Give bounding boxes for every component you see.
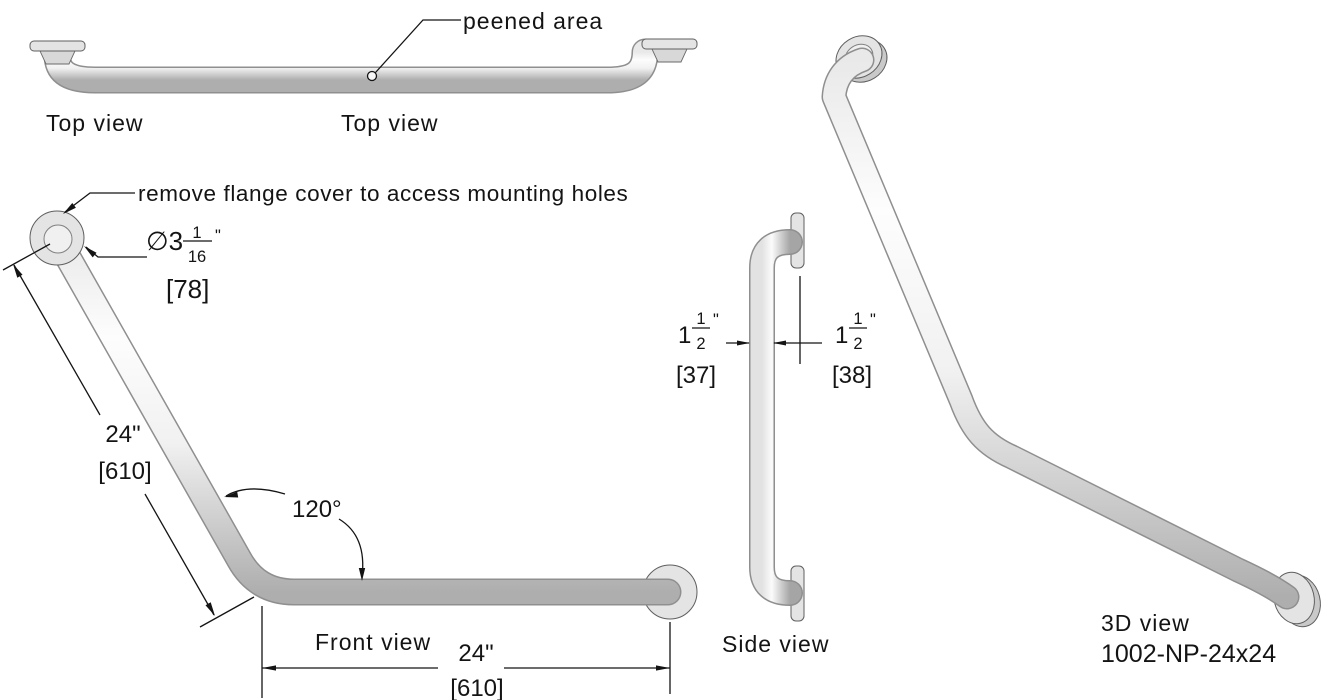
- top-view-label-center: Top view: [341, 110, 438, 136]
- peened-area-marker: [366, 70, 378, 82]
- diameter-leader: [85, 246, 147, 258]
- top-view-right-flange: [641, 38, 698, 63]
- leg-dim-line-upper: [13, 264, 101, 416]
- bar-diameter-denominator: 2: [696, 335, 705, 353]
- angle-arrowhead-left: [224, 491, 239, 498]
- flange-callout-arrowhead: [63, 203, 76, 214]
- base-length-imperial: 24": [458, 640, 493, 667]
- wall-clearance-numerator: 1: [853, 310, 862, 328]
- wall-clearance-denominator: 2: [853, 335, 862, 353]
- bend-angle-value: 120°: [292, 496, 342, 523]
- flange-cap: [641, 38, 698, 50]
- base-length-metric: [610]: [450, 675, 503, 700]
- flange-stem: [651, 48, 688, 63]
- leg-dim-arrowhead-top: [13, 264, 23, 278]
- iso-view: [821, 35, 1321, 628]
- front-view-annotations: [2, 192, 671, 698]
- clearance-arrowhead-left-pointing: [773, 340, 786, 346]
- iso-view-label: 3D view: [1101, 610, 1190, 636]
- side-bar-diameter-dimension: 1 1 2 " [37]: [676, 310, 719, 389]
- top-view-grab-bar: [45, 40, 657, 92]
- flange-inner: [43, 224, 73, 254]
- diameter-metric: [78]: [166, 274, 209, 304]
- front-view-grab-bar: [45, 226, 680, 604]
- front-view-label: Front view: [315, 629, 431, 655]
- bar-diameter-unit-mark: ": [713, 311, 719, 329]
- wall-clearance-unit-mark: ": [870, 311, 876, 329]
- flange-callout-leader: [64, 192, 135, 213]
- diameter-fraction-denominator: 16: [188, 248, 206, 266]
- top-view: [29, 19, 698, 94]
- front-view: [2, 192, 698, 698]
- iso-grab-bar-outline: [821, 47, 1300, 610]
- leg-dim-extension-top: [2, 243, 51, 271]
- diameter-fraction-numerator: 1: [192, 224, 201, 242]
- leg-dim-line-lower: [144, 493, 215, 616]
- angle-arc-left: [225, 488, 286, 497]
- flange-stem: [39, 50, 76, 65]
- diameter-arrowhead: [84, 246, 97, 258]
- leg-dim-extension-bottom: [199, 596, 255, 628]
- bar-diameter-metric: [37]: [676, 362, 716, 389]
- top-view-label-left: Top view: [46, 110, 143, 136]
- angle-arrowhead-down: [358, 568, 366, 581]
- side-view: [726, 212, 822, 622]
- bar-diameter-numerator: 1: [696, 310, 705, 328]
- flange-cap: [29, 40, 86, 52]
- side-wall-clearance-dimension: 1 1 2 " [38]: [832, 310, 876, 389]
- flange-callout-text: remove flange cover to access mounting h…: [138, 181, 628, 206]
- diameter-arrowhead-right-pointing: [737, 340, 750, 346]
- bar-diameter-whole: 1: [678, 322, 691, 349]
- peened-area-leader: [375, 19, 461, 73]
- part-number: 1002-NP-24x24: [1101, 640, 1276, 668]
- base-dim-arrowhead-left: [262, 665, 276, 671]
- side-view-annotations: [726, 276, 822, 364]
- wall-clearance-metric: [38]: [832, 362, 872, 389]
- side-view-grab-bar: [750, 230, 802, 605]
- leg-dim-arrowhead-bottom: [205, 602, 215, 616]
- peened-area-callout-text: peened area: [463, 8, 603, 34]
- front-view-left-flange: [29, 210, 85, 266]
- side-view-label: Side view: [722, 631, 829, 657]
- diameter-value: ∅3: [146, 226, 183, 256]
- wall-clearance-whole: 1: [835, 322, 848, 349]
- drawing-labels: Top view Top view peened area remove fla…: [46, 8, 1276, 700]
- top-view-left-flange: [29, 40, 86, 65]
- diameter-unit-mark: ": [215, 227, 221, 245]
- flange-diameter-dimension: ∅3 1 16 " [78]: [146, 224, 221, 304]
- iso-grab-bar: [823, 49, 1298, 608]
- leg-length-metric: [610]: [98, 458, 151, 485]
- leg-length-imperial: 24": [105, 421, 140, 448]
- base-dim-arrowhead-right: [656, 665, 670, 671]
